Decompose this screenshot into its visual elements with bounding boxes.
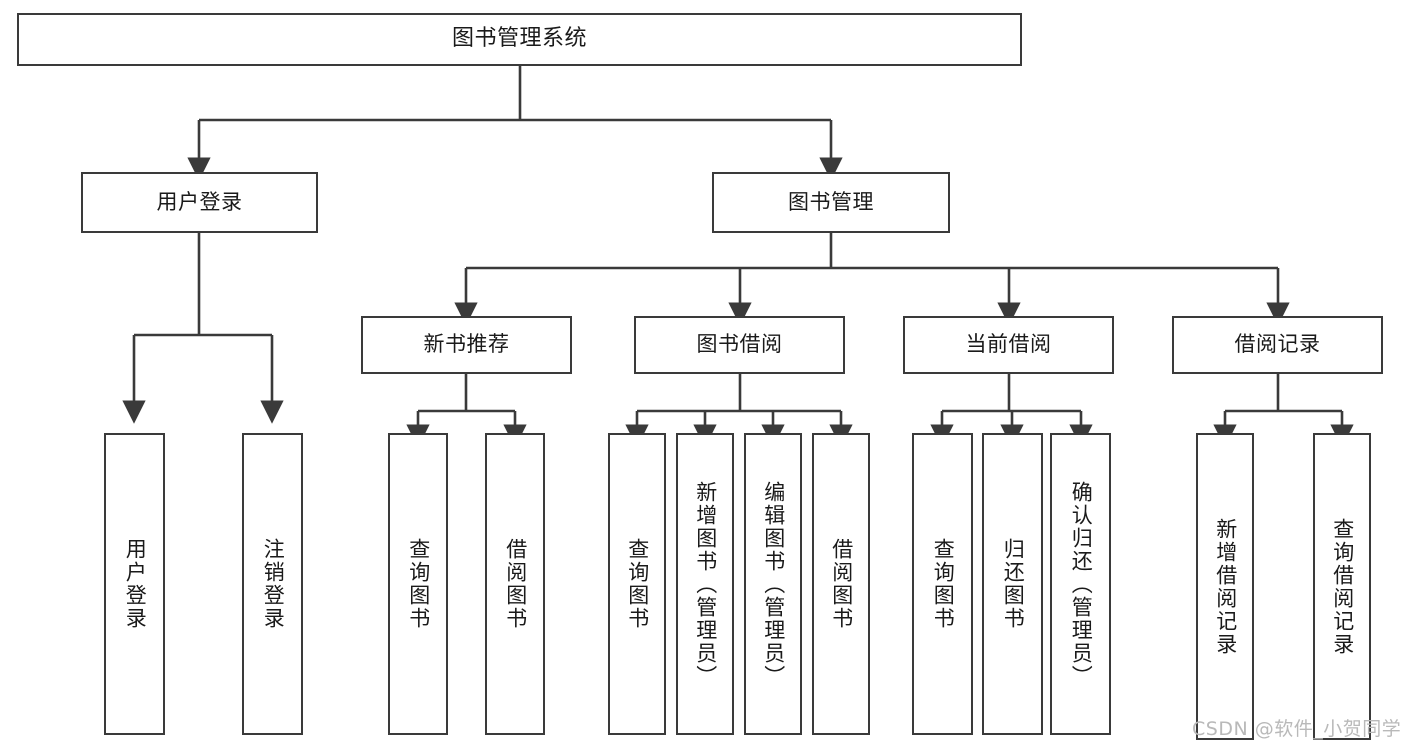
node-leaf-query-book-3-label: 查询图书 — [931, 538, 956, 630]
node-leaf-edit-book[interactable]: 编辑图书（管理员） — [744, 433, 802, 735]
node-leaf-return-book[interactable]: 归还图书 — [982, 433, 1043, 735]
node-root[interactable]: 图书管理系统 — [17, 13, 1022, 66]
node-leaf-query-book-2[interactable]: 查询图书 — [608, 433, 666, 735]
node-root-label: 图书管理系统 — [451, 26, 587, 52]
watermark-text: CSDN @软件_小贺同学 — [1192, 718, 1402, 740]
node-user-login[interactable]: 用户登录 — [81, 172, 318, 233]
node-leaf-borrow-book-2-label: 借阅图书 — [829, 538, 854, 630]
node-leaf-add-book[interactable]: 新增图书（管理员） — [676, 433, 734, 735]
node-leaf-logout-login-label: 注销登录 — [261, 538, 286, 630]
node-leaf-logout-login[interactable]: 注销登录 — [242, 433, 303, 735]
node-leaf-confirm-return-label: 确认归还（管理员） — [1069, 480, 1094, 688]
node-book-manage[interactable]: 图书管理 — [712, 172, 950, 233]
node-book-borrow-label: 图书借阅 — [696, 332, 783, 357]
node-leaf-query-book-3[interactable]: 查询图书 — [912, 433, 973, 735]
node-leaf-edit-book-label: 编辑图书（管理员） — [761, 480, 786, 688]
node-leaf-user-login-label: 用户登录 — [123, 538, 148, 630]
node-leaf-borrow-book-1-label: 借阅图书 — [503, 538, 528, 630]
node-book-borrow[interactable]: 图书借阅 — [634, 316, 845, 374]
node-leaf-query-book-1-label: 查询图书 — [406, 538, 431, 630]
node-leaf-query-book-1[interactable]: 查询图书 — [388, 433, 448, 735]
node-leaf-query-book-2-label: 查询图书 — [625, 538, 650, 630]
node-leaf-borrow-book-1[interactable]: 借阅图书 — [485, 433, 545, 735]
node-current-borrow[interactable]: 当前借阅 — [903, 316, 1114, 374]
node-current-borrow-label: 当前借阅 — [965, 332, 1052, 357]
node-new-book-recommend-label: 新书推荐 — [423, 332, 510, 357]
node-leaf-return-book-label: 归还图书 — [1001, 538, 1026, 630]
node-leaf-add-book-label: 新增图书（管理员） — [693, 480, 718, 688]
node-leaf-borrow-book-2[interactable]: 借阅图书 — [812, 433, 870, 735]
node-leaf-add-record[interactable]: 新增借阅记录 — [1196, 433, 1254, 740]
node-leaf-user-login[interactable]: 用户登录 — [104, 433, 165, 735]
node-leaf-query-record[interactable]: 查询借阅记录 — [1313, 433, 1371, 740]
node-leaf-confirm-return[interactable]: 确认归还（管理员） — [1050, 433, 1111, 735]
node-leaf-query-record-label: 查询借阅记录 — [1330, 517, 1355, 656]
node-borrow-record-label: 借阅记录 — [1234, 332, 1321, 357]
node-book-manage-label: 图书管理 — [788, 189, 874, 214]
node-new-book-recommend[interactable]: 新书推荐 — [361, 316, 572, 374]
node-leaf-add-record-label: 新增借阅记录 — [1213, 517, 1238, 656]
node-user-login-label: 用户登录 — [156, 189, 243, 214]
node-borrow-record[interactable]: 借阅记录 — [1172, 316, 1383, 374]
